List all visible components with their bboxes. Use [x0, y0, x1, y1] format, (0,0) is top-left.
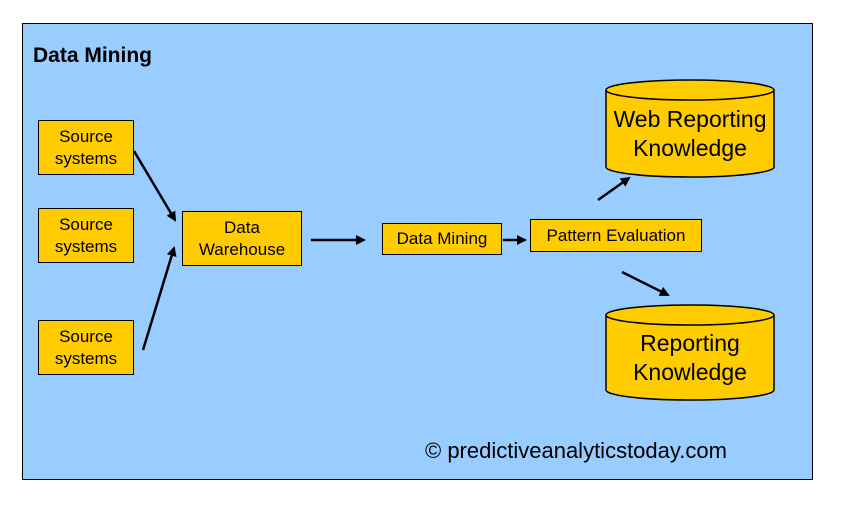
arrow-source1-to-warehouse — [132, 150, 177, 222]
data-warehouse-box: Data Warehouse — [182, 211, 302, 266]
source-systems-box-3: Source systems — [38, 320, 134, 375]
source-systems-box-2: Source systems — [38, 208, 134, 263]
web-reporting-knowledge-label: Web Reporting Knowledge — [613, 106, 767, 161]
diagram-title: Data Mining — [33, 44, 152, 67]
copyright-text: © predictiveanalyticstoday.com — [425, 438, 727, 463]
arrow-source3-to-warehouse — [141, 246, 177, 351]
pattern-evaluation-box: Pattern Evaluation — [530, 219, 702, 252]
reporting-knowledge-label: Reporting Knowledge — [633, 330, 747, 385]
data-mining-box: Data Mining — [382, 223, 502, 255]
arrow-evaluation-to-web-knowledge — [597, 176, 631, 202]
web-reporting-knowledge-cylinder — [605, 79, 775, 178]
reporting-knowledge-cylinder — [605, 304, 775, 401]
source-systems-box-1: Source systems — [38, 120, 134, 175]
arrow-evaluation-to-reporting-knowledge — [621, 270, 670, 297]
